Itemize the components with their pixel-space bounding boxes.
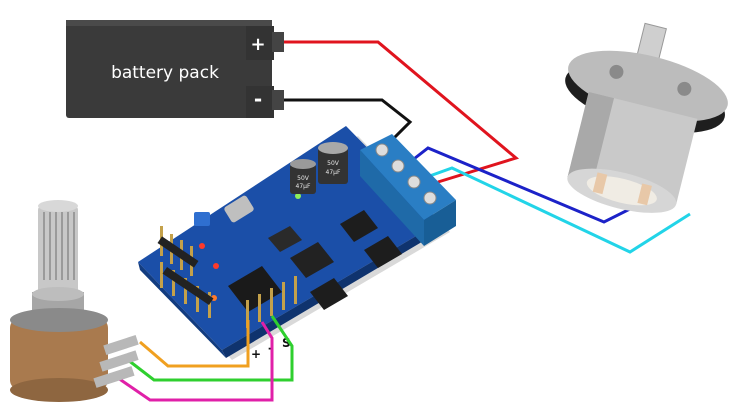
- capacitor-1: 50V 47µF: [290, 159, 316, 194]
- left-header-base: [157, 236, 214, 305]
- motor-controller-board-icon: 50V 47µF 50V 47µF + - S: [138, 126, 456, 361]
- battery-pack-icon: battery pack + -: [66, 20, 284, 118]
- potentiometer-icon: [10, 200, 139, 402]
- pot-shaft-knurl: [43, 212, 75, 280]
- terminal-screw-1: [375, 143, 389, 157]
- pot-plus-wire: [139, 320, 250, 368]
- motor-terminal-1: [592, 172, 608, 195]
- pot-bushing-top: [32, 287, 84, 301]
- pot-minus-wire: [127, 315, 294, 382]
- battery-negative-mark: -: [254, 87, 262, 111]
- battery-positive-mark: +: [250, 34, 265, 55]
- main-chip: [228, 266, 282, 312]
- led-red-1: [199, 243, 205, 249]
- motor-terminal-2: [637, 183, 652, 206]
- mosfet-1: [340, 210, 378, 242]
- battery-body: [66, 20, 272, 118]
- terminal-block-side: [360, 150, 424, 246]
- capacitor-1-voltage: 50V: [297, 175, 310, 182]
- motor-wire-cyan: [423, 166, 691, 254]
- terminal-screw-2: [391, 159, 405, 173]
- pot-lug-2: [99, 350, 139, 372]
- led-red-2: [213, 263, 219, 269]
- battery-positive-block: [246, 26, 274, 60]
- driver-chip: [290, 242, 334, 278]
- battery-label: battery pack: [111, 63, 219, 83]
- pot-cover: [10, 308, 108, 332]
- pot-lug-1: [103, 334, 139, 356]
- terminal-screw-3: [407, 175, 421, 189]
- terminal-block: [360, 134, 456, 246]
- pot-lug-3: [93, 366, 135, 388]
- led-green: [295, 193, 301, 199]
- bottom-header-pins: [246, 276, 297, 328]
- capacitor-2: 50V 47µF: [318, 142, 348, 184]
- dc-gearmotor-icon: [565, 22, 728, 213]
- mosfet-2: [364, 236, 402, 268]
- pot-body-bottom: [10, 378, 108, 402]
- capacitor-2-voltage: 50V: [327, 160, 340, 167]
- battery-positive-terminal: [272, 32, 284, 52]
- motor-screw-1: [609, 64, 624, 79]
- negative-wire: [284, 98, 413, 144]
- battery-highlight: [66, 20, 272, 26]
- trimmer: [194, 212, 210, 226]
- mosfet-3: [310, 278, 348, 310]
- pin-label-signal: S: [282, 336, 291, 350]
- terminal-block-front: [424, 200, 456, 246]
- pot-body: [10, 318, 108, 390]
- motor-wire-blue: [409, 146, 637, 224]
- motor-can-shade: [567, 91, 615, 184]
- pin-label-plus: +: [251, 347, 261, 361]
- battery-negative-terminal: [272, 90, 284, 110]
- battery-negative-block: [246, 86, 274, 118]
- capacitor-2-capacitance: 47µF: [326, 169, 341, 176]
- terminal-screw-4: [423, 191, 437, 205]
- motor-screw-2: [677, 81, 692, 96]
- capacitor-1-capacitance: 47µF: [296, 183, 311, 190]
- pot-shaft-top: [38, 200, 78, 212]
- regulator-chip: [268, 226, 302, 252]
- pot-signal-wire: [117, 321, 274, 402]
- usb-connector: [224, 195, 254, 223]
